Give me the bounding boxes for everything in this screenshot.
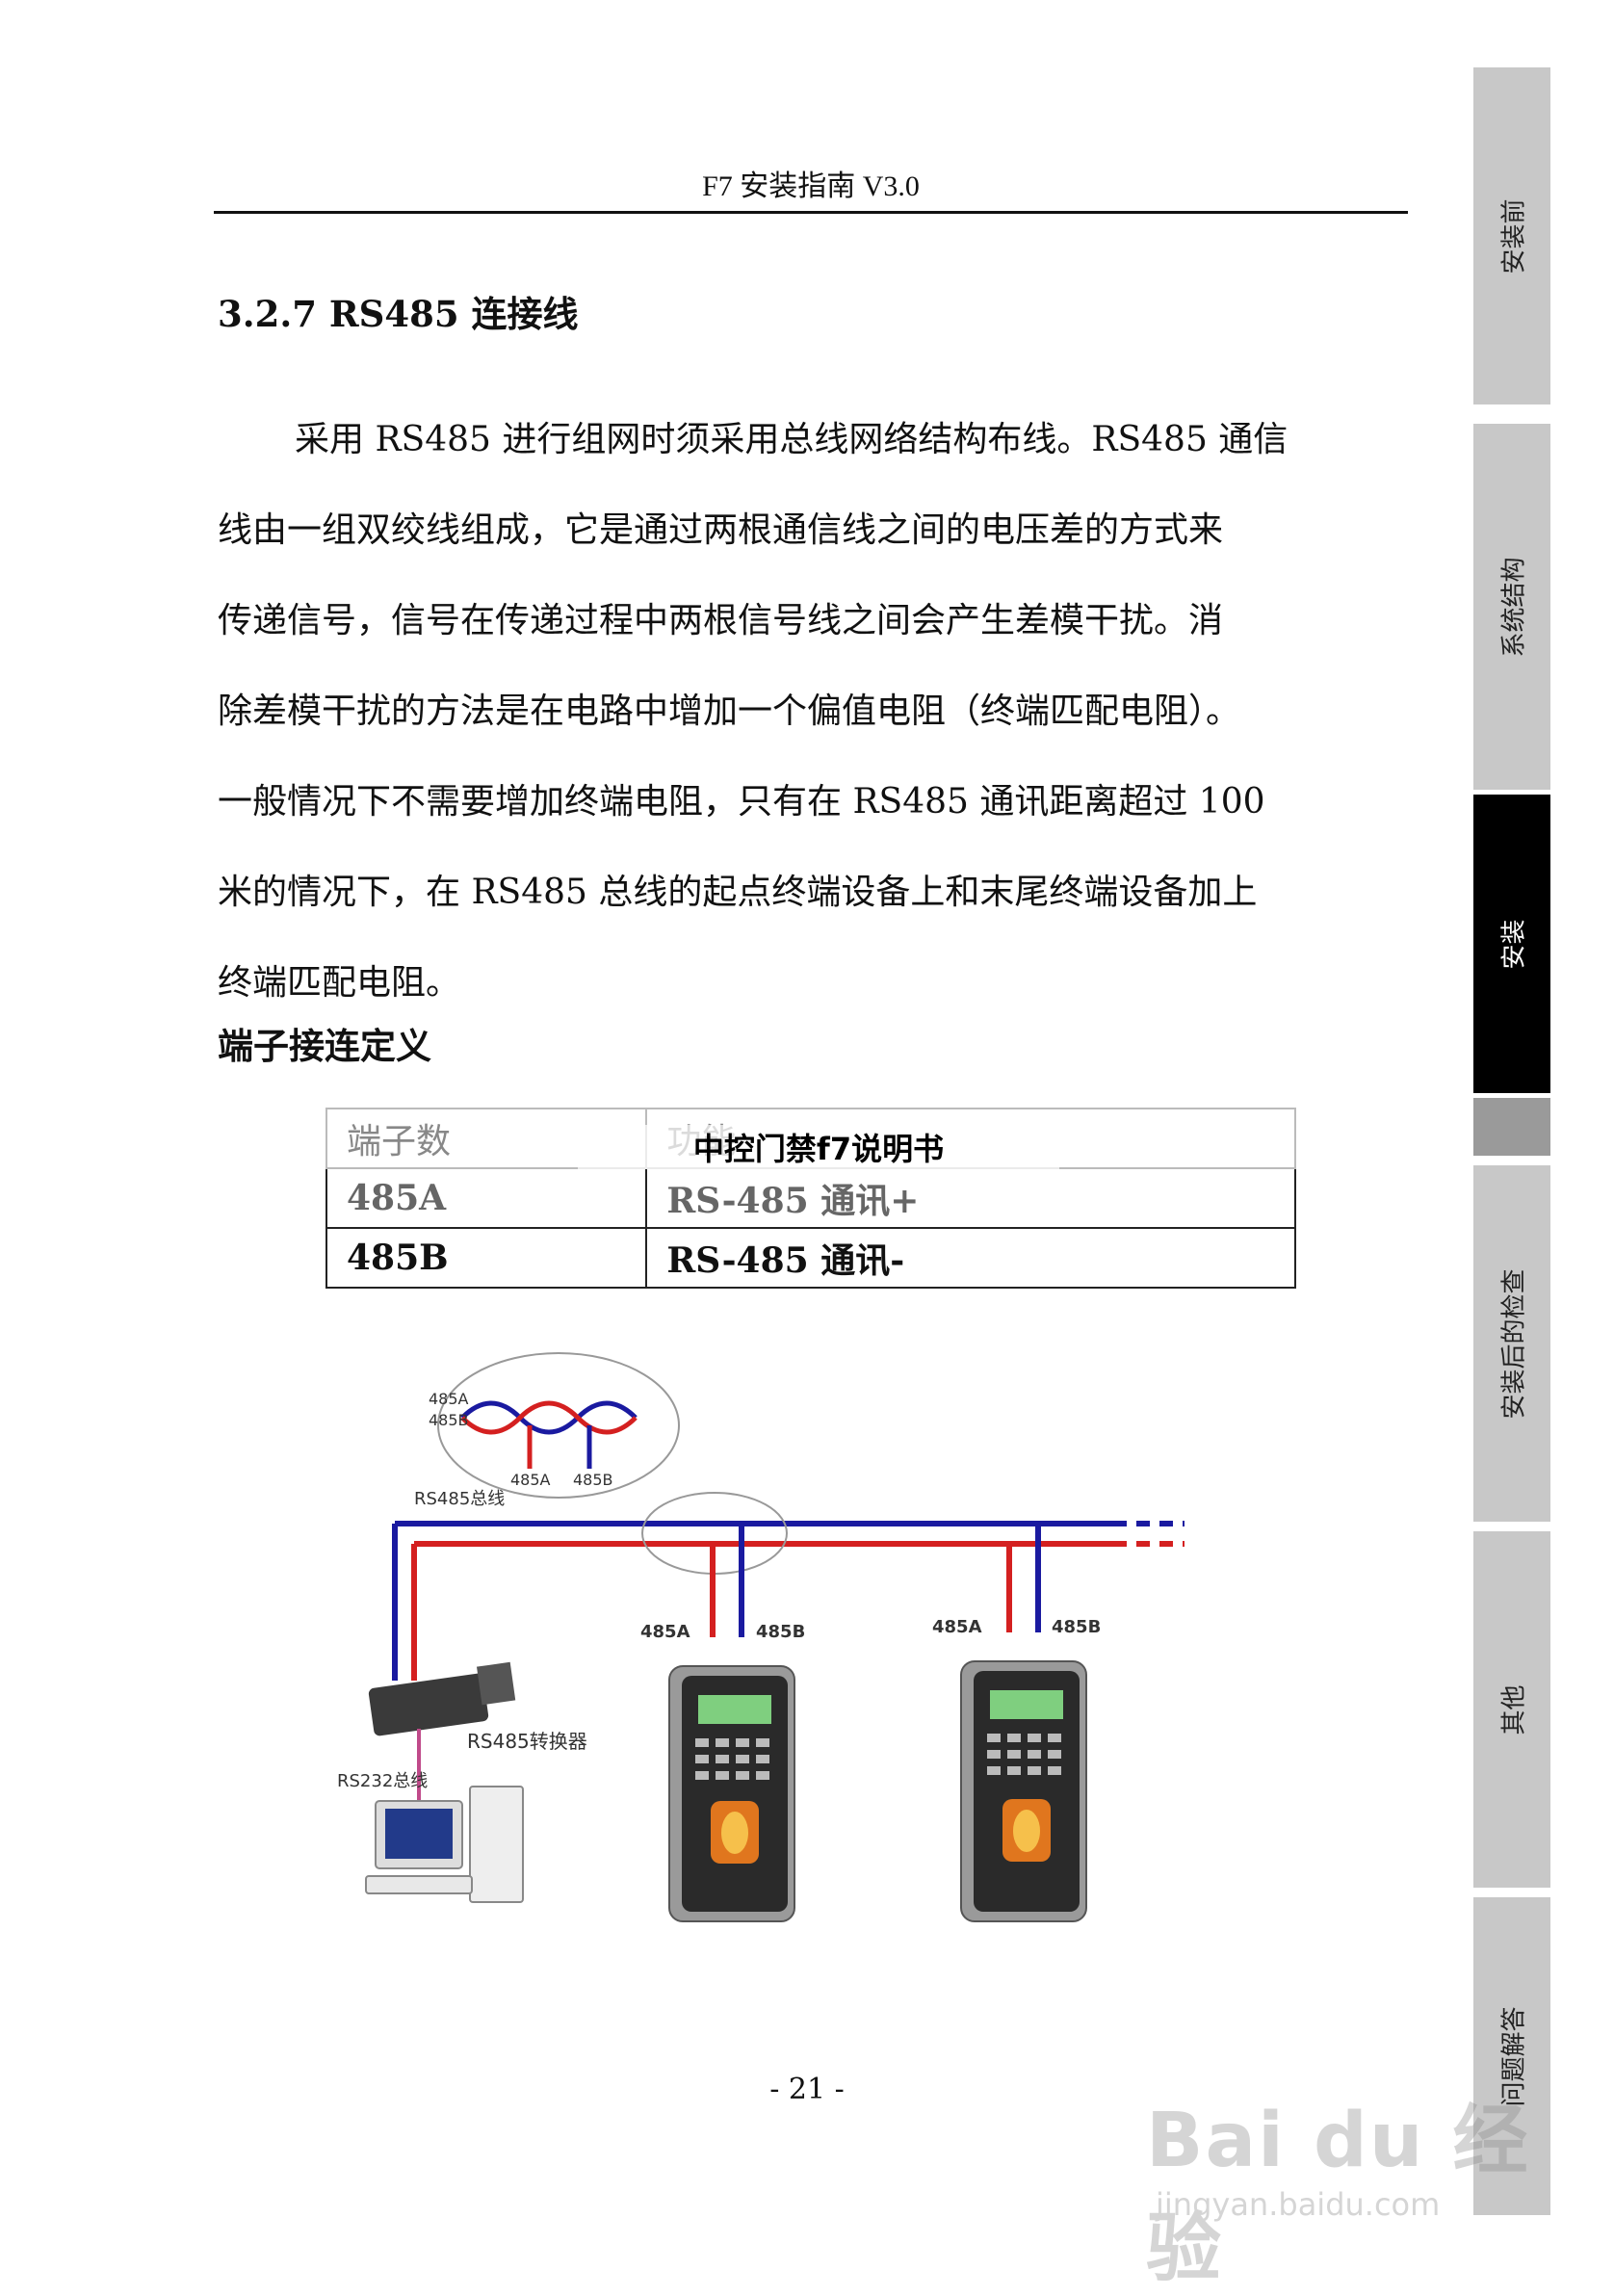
- paragraph-line: 一般情况下不需要增加终端电阻，只有在 RS485 通讯距离超过 100: [218, 782, 1265, 822]
- table-row: 485A RS-485 通讯+: [325, 1167, 1296, 1229]
- tab-label: 安装后的检查: [1499, 1267, 1529, 1420]
- page-header: F7 安装指南 V3.0: [702, 170, 920, 202]
- converter-label: RS485转换器: [467, 1730, 587, 1753]
- paragraph-line: 除差模干扰的方法是在电路中增加一个偏值电阻（终端匹配电阻）。: [218, 691, 1241, 731]
- twisted-wire-red: [460, 1400, 638, 1435]
- rs485-wiring-diagram: 485A 485B 485A 485B RS485总线 485A 485B 48…: [337, 1352, 1184, 1922]
- body-paragraph: 采用 RS485 进行组网时须采用总线网络结构布线。RS485 通信 线由一组双…: [218, 395, 1398, 1029]
- tab-label: 安装: [1499, 918, 1529, 970]
- paragraph-line: 线由一组双绞线组成，它是通过两根通信线之间的电压差的方式来: [218, 510, 1224, 550]
- section-title: 3.2.7 RS485 连接线: [218, 293, 579, 335]
- paragraph-line: 采用 RS485 进行组网时须采用总线网络结构布线。RS485 通信: [295, 420, 1289, 459]
- header-rule: [214, 211, 1408, 214]
- twisted-pair-ellipse: [437, 1352, 680, 1499]
- device1-label-b: 485B: [756, 1622, 805, 1642]
- tab-label: 安装前: [1499, 197, 1529, 274]
- tab-label: 其他: [1499, 1683, 1529, 1735]
- bus-label: RS485总线: [414, 1489, 505, 1509]
- twisted-wire-blue: [460, 1400, 638, 1435]
- tab-faq[interactable]: 问题解答: [1473, 1897, 1550, 2215]
- twisted-label-b: 485B: [429, 1411, 469, 1429]
- twisted-bottom-label-a: 485A: [510, 1471, 551, 1489]
- subsection-title: 端子接连定义: [218, 1025, 431, 1067]
- paragraph-line: 米的情况下，在 RS485 总线的起点终端设备上和末尾终端设备加上: [218, 873, 1258, 912]
- watermark-brand: Bai du 经验: [1146, 2098, 1530, 2292]
- tab-other[interactable]: 其他: [1473, 1531, 1550, 1888]
- table-cell: 485A: [325, 1167, 648, 1229]
- rs232-label: RS232总线: [337, 1771, 428, 1791]
- tab-separator: [1473, 1098, 1550, 1156]
- tab-label: 系统结构: [1499, 556, 1529, 658]
- device2-label-b: 485B: [1052, 1617, 1101, 1637]
- computer-icon: [365, 1786, 524, 1903]
- device1-label-a: 485A: [640, 1622, 690, 1642]
- paragraph-line: 终端匹配电阻。: [218, 963, 461, 1003]
- overlay-title: 中控门禁f7说明书: [578, 1125, 1059, 1169]
- table-cell: 485B: [325, 1227, 648, 1289]
- tab-system-structure[interactable]: 系统结构: [1473, 424, 1550, 790]
- twisted-bottom-label-b: 485B: [573, 1471, 613, 1489]
- tab-before-install[interactable]: 安装前: [1473, 67, 1550, 404]
- table-row: 485B RS-485 通讯-: [325, 1227, 1296, 1289]
- f7-device-2: [960, 1660, 1087, 1922]
- table-cell: RS-485 通讯-: [645, 1227, 1296, 1289]
- tab-post-install-check[interactable]: 安装后的检查: [1473, 1165, 1550, 1522]
- device2-label-a: 485A: [932, 1617, 982, 1637]
- twisted-label-a: 485A: [429, 1390, 469, 1408]
- f7-device-1: [668, 1665, 795, 1922]
- tab-install[interactable]: 安装: [1473, 795, 1550, 1093]
- baidu-watermark: Bai du 经验 jingyan.baidu.com: [1127, 2042, 1531, 2292]
- page-number: - 21 -: [769, 2073, 845, 2106]
- watermark-site: jingyan.baidu.com: [1156, 2186, 1441, 2223]
- rs485-converter: [368, 1661, 516, 1736]
- paragraph-line: 传递信号，信号在传递过程中两根信号线之间会产生差模干扰。消: [218, 601, 1224, 640]
- table-cell: RS-485 通讯+: [645, 1167, 1296, 1229]
